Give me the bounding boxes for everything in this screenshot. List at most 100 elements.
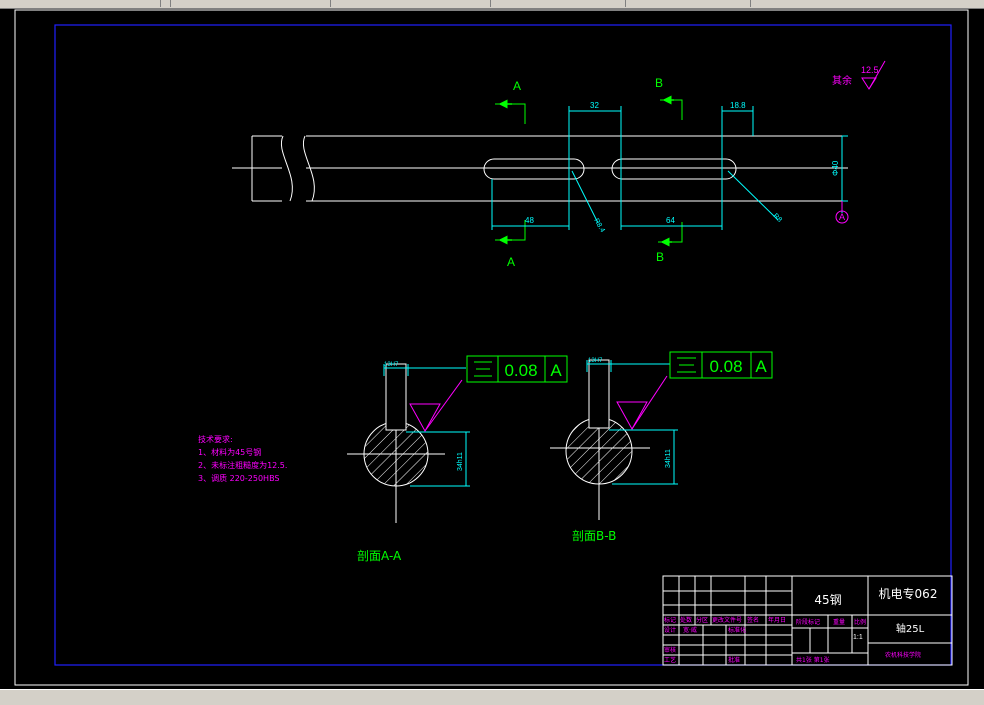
toolbar-separator [330, 0, 331, 7]
roughness-leader [868, 60, 886, 90]
school-text: 农机科技学院 [885, 651, 921, 659]
dimension-text: R8.4 [592, 218, 606, 234]
keyway [385, 363, 407, 431]
approve-label: 批准 [728, 656, 740, 664]
dim-dia40: Φ40 [831, 135, 848, 213]
roughness-triangle-icon [409, 403, 441, 433]
designer-name: 宽·威 [683, 626, 697, 634]
tech-requirements: 技术要求: 1、材料为45号钢 2、未标注粗糙度为12.5. 3、调质 220-… [198, 434, 287, 483]
section-bb: 13H7 34h11 剖面B-B [550, 358, 678, 543]
sheet-info: 共1张 第1张 [796, 656, 830, 664]
section-mark-a-bottom: A [495, 220, 526, 269]
dimension-text: 64 [666, 216, 675, 225]
leader-line [727, 170, 779, 221]
toolbar-strip [0, 0, 984, 9]
section-letter: B [655, 76, 663, 90]
toolbar-separator [625, 0, 626, 7]
section-letter: A [513, 79, 521, 93]
inner-border [54, 24, 952, 666]
header-label: 处数 [680, 616, 692, 624]
header-label: 签名 [747, 616, 759, 624]
tolerance-value: 0.08 [504, 361, 537, 380]
dimension-text: 34h11 [457, 452, 464, 471]
dim-48: 48 [491, 179, 569, 230]
break-line-right [302, 135, 315, 202]
tolerance-frame [466, 355, 568, 383]
dimension-text: R8 [772, 212, 783, 223]
break-gap [282, 134, 306, 204]
part-name-text: 轴25L [896, 622, 925, 635]
toolbar-separator [170, 0, 171, 7]
tolerance-frame-bb: 0.08 A [669, 351, 773, 379]
roughness-triangle-icon [616, 401, 648, 431]
scale-value: 1:1 [853, 634, 863, 641]
tech-title: 技术要求: [198, 434, 233, 444]
tolerance-datum: A [755, 357, 767, 376]
section-letter: B [656, 250, 664, 264]
dim-r8-4: R8.4 [571, 170, 606, 234]
dimension-text: 34h11 [665, 449, 672, 468]
symmetry-icon [677, 357, 696, 373]
tolerance-frame [669, 351, 773, 379]
tech-item: 2、未标注粗糙度为12.5. [198, 460, 287, 470]
cad-drawing-canvas[interactable]: A B A B 32 18.8 48 64 [0, 8, 984, 689]
section-mark-b-top: B [655, 76, 683, 120]
roughness-leader [631, 375, 668, 430]
dimension-text: 13H7 [588, 358, 603, 364]
tech-item: 3、调质 220-250HBS [198, 473, 280, 483]
section-mark-a-top: A [495, 79, 526, 124]
class-name-text: 机电专062 [879, 586, 938, 601]
roughness-leader [424, 379, 463, 432]
section-title: 剖面B-B [572, 529, 616, 543]
datum-letter: A [839, 212, 845, 222]
review-label: 审核 [664, 646, 676, 654]
datum-circle-icon [835, 210, 849, 224]
toolbar-separator [750, 0, 751, 7]
dim-18-8: 18.8 [721, 101, 754, 230]
standard-label: 标准化 [728, 626, 746, 634]
roughness-note: 其余 12.5 [832, 60, 886, 90]
shaft-main-view [232, 134, 848, 204]
dimension-text: 48 [525, 216, 534, 225]
cut-line [660, 99, 683, 120]
process-label: 工艺 [664, 656, 676, 664]
tolerance-value: 0.08 [709, 357, 742, 376]
header-label: 分区 [696, 616, 708, 624]
keyway-slot-b [611, 158, 737, 180]
keyway-slot-a [483, 158, 585, 180]
dim-64: 64 [621, 216, 722, 227]
section-title: 剖面A-A [357, 549, 402, 563]
cut-line [658, 222, 683, 243]
section-mark-b-bottom: B [656, 222, 683, 264]
design-label: 设计 [664, 626, 676, 634]
section-aa: 13H7 34h11 剖面A-A [347, 362, 470, 563]
toolbar-separator [490, 0, 491, 7]
tech-item: 1、材料为45号钢 [198, 447, 261, 457]
outer-frame [14, 9, 969, 686]
dimension-text: 32 [590, 101, 599, 110]
toolbar-separator [160, 0, 161, 7]
status-strip [0, 689, 984, 705]
cut-line [495, 103, 526, 124]
header-label: 标记 [664, 616, 676, 624]
symmetry-icon [474, 361, 492, 377]
roughness-label: 其余 [832, 74, 852, 87]
dimension-text: 18.8 [730, 101, 746, 110]
title-block: 45钢 机电专062 轴25L 农机科技学院 标记 处数 分区 更改文件号 签名… [662, 575, 953, 666]
tolerance-datum: A [550, 361, 562, 380]
header-label: 年月日 [768, 616, 786, 624]
datum-marker: A [835, 201, 849, 224]
dimension-text: Φ40 [831, 160, 840, 176]
dimension-text: 13H7 [384, 362, 399, 368]
stage-label: 阶段标记 [796, 618, 820, 626]
dim-32: 32 [568, 101, 622, 230]
material-text: 45钢 [814, 593, 841, 607]
section-letter: A [507, 255, 515, 269]
title-block-frame [662, 575, 953, 666]
break-line-left [280, 135, 293, 202]
keyway [588, 359, 610, 429]
header-label: 更改文件号 [712, 616, 742, 624]
leader-line [571, 170, 599, 224]
scale-label: 比例 [854, 618, 866, 626]
roughness-value: 12.5 [861, 65, 879, 75]
